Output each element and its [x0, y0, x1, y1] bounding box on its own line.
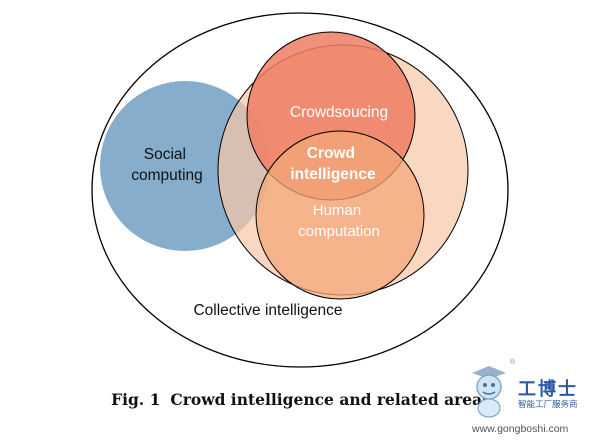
- registered-mark: ®: [510, 359, 516, 366]
- collective-intelligence-label: Collective intelligence: [193, 302, 342, 319]
- crowdsourcing-label: Crowdsoucing: [290, 104, 388, 121]
- figure-number: Fig. 1: [111, 390, 161, 409]
- watermark-subtitle: 智能工厂服务商: [518, 400, 578, 410]
- mascot-logo-icon: [472, 366, 506, 418]
- human-computation-circle: [255, 130, 425, 300]
- human-computation-label: Human computation: [298, 202, 380, 240]
- crowd-intelligence-label: Crowd intelligence: [290, 145, 376, 183]
- watermark: ® 工博士 智能工厂服务商 www.gongboshi.com: [466, 355, 602, 442]
- watermark-url: www.gongboshi.com: [472, 423, 569, 435]
- watermark-brand: 工博士: [518, 379, 578, 400]
- figure-caption: Fig. 1 Crowd intelligence and related are…: [0, 390, 602, 409]
- figure-caption-text: Crowd intelligence and related areas: [170, 390, 491, 409]
- social-computing-label: Social computing: [131, 146, 203, 184]
